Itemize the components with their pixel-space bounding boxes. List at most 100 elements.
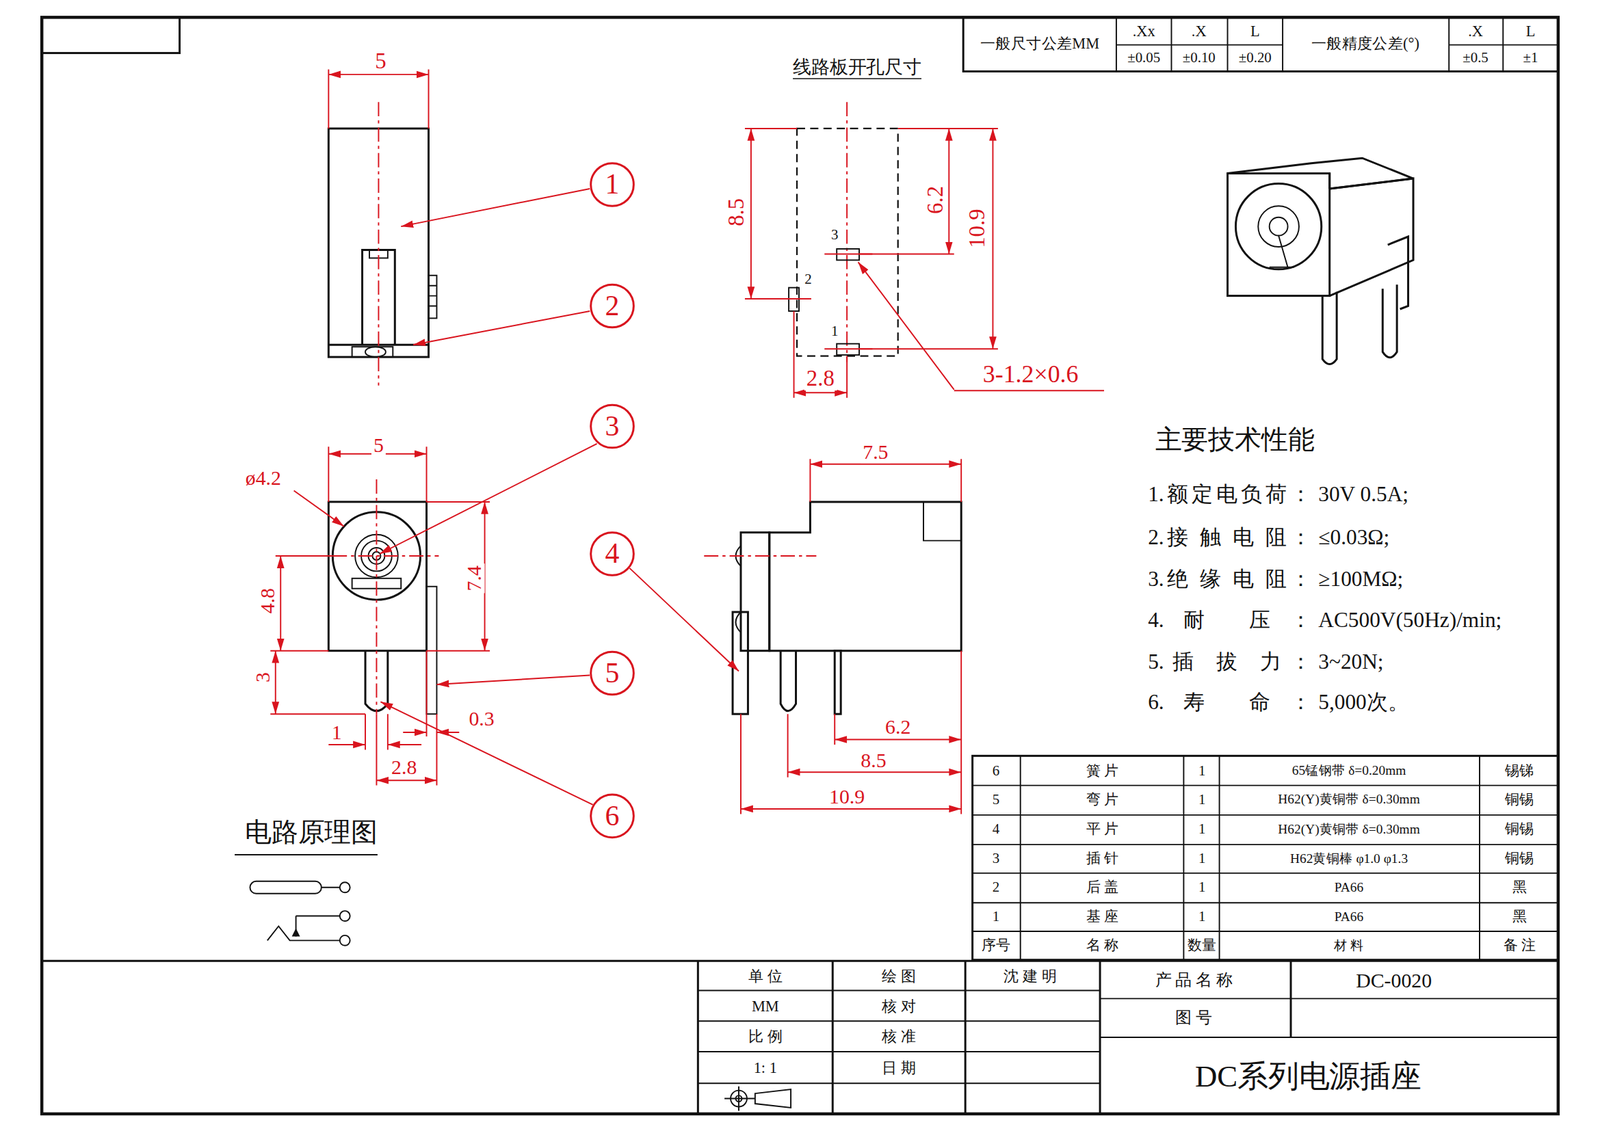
- top-view: [328, 69, 437, 386]
- spec-text: 1.额定电负荷：: [1147, 482, 1312, 507]
- parts-table-cell: 备 注: [1503, 937, 1536, 954]
- callout-number: 5: [605, 659, 620, 689]
- title-block-cell: 比 例: [748, 1028, 783, 1046]
- title-block-cell: 日 期: [881, 1060, 916, 1078]
- spec-text: 3~20N;: [1318, 650, 1384, 674]
- parts-table-cell: 4: [992, 821, 1000, 838]
- title-block-cell: MM: [751, 998, 780, 1016]
- dimension-label: 8.5: [858, 749, 888, 772]
- front-view: [270, 446, 490, 786]
- dimension-label: 7.5: [860, 440, 890, 464]
- parts-table-cell: 数量: [1187, 937, 1217, 954]
- title-block-cell: 1: 1: [753, 1060, 778, 1078]
- parts-table-cell: 铜锡: [1504, 792, 1534, 808]
- parts-table-cell: 1: [1198, 909, 1206, 926]
- callout-circle: 5: [589, 651, 635, 697]
- dimension-label: 1: [329, 721, 345, 745]
- parts-table-cell: 1: [1198, 763, 1206, 780]
- tolerance-cell: ±0.5: [1462, 50, 1489, 67]
- parts-table-cell: 材 料: [1333, 938, 1365, 953]
- callout-leaders: [379, 188, 739, 806]
- dimension-label: 8.5: [724, 196, 750, 229]
- dimension-label: 6.2: [923, 184, 949, 217]
- parts-table-cell: 5: [992, 792, 1000, 808]
- callout-number: 4: [605, 539, 620, 569]
- dimension-label: 6.2: [883, 715, 913, 739]
- tolerance-cell: .X: [1191, 23, 1207, 41]
- pcb-hole-layout: [744, 101, 1105, 399]
- dimension-label: 10.9: [965, 206, 990, 250]
- dimension-label: 4.8: [255, 586, 279, 616]
- title-block-cell: 绘 图: [881, 967, 916, 986]
- parts-table-cell: 1: [1198, 792, 1206, 808]
- section-heading: 电路原理图: [244, 818, 378, 849]
- section-heading: 线路板开孔尺寸: [792, 57, 922, 79]
- dimension-label: 0.3: [466, 707, 496, 730]
- parts-table-cell: H62(Y)黄铜带 δ=0.30mm: [1277, 822, 1421, 837]
- sheet-frame: [41, 17, 1559, 1115]
- spec-text: 6.寿 命：: [1147, 691, 1312, 715]
- drawing-title: DC系列电源插座: [1195, 1059, 1422, 1094]
- parts-table-cell: 2: [992, 879, 1000, 896]
- title-block-cell: 核 准: [881, 1028, 916, 1046]
- dimension-label: ø4.2: [243, 466, 284, 490]
- parts-table-cell: 6: [992, 763, 1000, 780]
- dimension-label: 3: [251, 670, 274, 685]
- tolerance-cell: .X: [1467, 23, 1484, 41]
- parts-table-cell: 1: [1198, 821, 1206, 838]
- parts-table-cell: 基 座: [1086, 909, 1119, 926]
- dimension-label: 3-1.2×0.6: [980, 361, 1081, 388]
- projection-symbol: [724, 1086, 791, 1112]
- tolerance-cell: ±0.10: [1182, 50, 1216, 67]
- title-block-cell: 沈 建 明: [1003, 967, 1057, 986]
- tolerance-cell: .Xx: [1132, 23, 1156, 41]
- tolerance-cell: L: [1526, 23, 1536, 41]
- parts-table-cell: 后 盖: [1086, 879, 1119, 896]
- parts-table-cell: 弯 片: [1086, 792, 1119, 808]
- title-block-cell: 单 位: [748, 967, 783, 986]
- spec-text: 2.接 触 电 阻：: [1147, 526, 1312, 550]
- callout-circle: 4: [589, 531, 635, 577]
- title-block-cell: DC-0020: [1355, 969, 1432, 992]
- tolerance-cell: 一般尺寸公差MM: [980, 35, 1100, 53]
- isometric-view: [1227, 158, 1414, 364]
- dimension-label: 2.8: [389, 755, 419, 779]
- parts-table-cell: 序号: [981, 937, 1011, 954]
- spec-text: 3.绝 缘 电 阻：: [1147, 567, 1312, 592]
- parts-table-cell: 铜锡: [1504, 821, 1534, 838]
- dimension-label: 10.9: [827, 785, 867, 809]
- callout-circle: 1: [589, 162, 635, 208]
- tolerance-cell: ±0.20: [1238, 50, 1272, 67]
- callout-number: 1: [605, 170, 620, 200]
- parts-table-cell: H62黄铜棒 φ1.0 φ1.3: [1290, 851, 1408, 867]
- parts-table-cell: 簧 片: [1086, 763, 1119, 780]
- parts-table-cell: 3: [992, 851, 1000, 868]
- callout-number: 2: [605, 292, 620, 321]
- callout-number: 3: [605, 412, 620, 442]
- dimension-label: 5: [371, 433, 386, 457]
- parts-table-cell: 1: [1198, 879, 1206, 896]
- parts-table-cell: 黑: [1512, 909, 1527, 926]
- spec-text: AC500V(50Hz)/min;: [1318, 608, 1502, 633]
- pin-number: 2: [804, 271, 812, 288]
- spec-text: 5,000次。: [1318, 691, 1410, 715]
- tolerance-cell: ±1: [1523, 50, 1539, 67]
- circuit-schematic: [234, 855, 378, 947]
- callout-circle: 6: [589, 794, 635, 840]
- pin-number: 1: [831, 323, 838, 340]
- parts-table-cell: 名 称: [1086, 937, 1119, 954]
- spec-text: 4.耐 压：: [1147, 608, 1312, 633]
- spec-heading: 主要技术性能: [1155, 426, 1315, 456]
- parts-table-cell: 黑: [1512, 879, 1527, 896]
- dimension-label: 5: [372, 48, 388, 74]
- dimension-label: 7.4: [462, 563, 485, 594]
- tolerance-cell: ±0.05: [1127, 50, 1161, 67]
- pin-number: 3: [831, 227, 838, 243]
- spec-text: 30V 0.5A;: [1318, 482, 1409, 507]
- title-block-cell: 图 号: [1175, 1009, 1213, 1028]
- spec-text: 5.插 拔 力：: [1147, 650, 1312, 674]
- parts-table-cell: 铜锡: [1504, 851, 1534, 868]
- parts-table-cell: 平 片: [1086, 821, 1119, 838]
- title-block-cell: 核 对: [881, 998, 916, 1016]
